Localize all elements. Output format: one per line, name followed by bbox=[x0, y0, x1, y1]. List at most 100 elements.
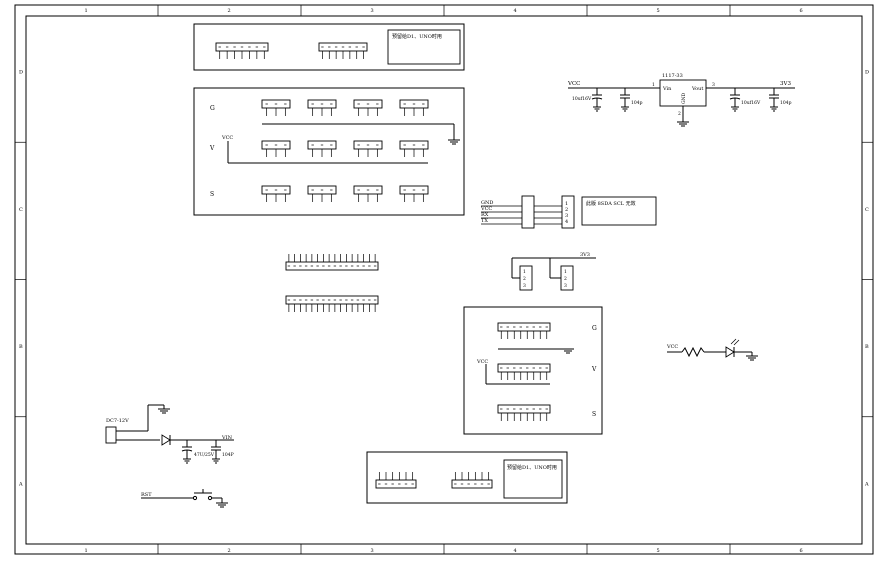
ground-icon bbox=[216, 502, 228, 508]
frame-col-bottom-3: 3 bbox=[371, 548, 374, 554]
reset-circuit: RST bbox=[141, 489, 228, 508]
diode-icon bbox=[161, 434, 171, 446]
dc-jack-icon bbox=[105, 426, 117, 444]
vin-label: VIN bbox=[221, 435, 233, 441]
pin-header bbox=[215, 42, 269, 59]
ldo-pin-out: 3 bbox=[712, 82, 715, 88]
dc-cap2: 104P bbox=[222, 452, 234, 458]
pin-header bbox=[261, 99, 291, 116]
jumper-b-pin2: 2 bbox=[564, 276, 567, 282]
dc-input: DC7-12V VIN 47U/25V 104P bbox=[105, 404, 234, 464]
jumper-b bbox=[560, 265, 574, 291]
pin-header bbox=[285, 254, 379, 271]
frame-col-bottom-2: 2 bbox=[228, 548, 231, 554]
rst-label: RST bbox=[141, 492, 152, 498]
capacitor-icon bbox=[181, 440, 193, 464]
led-vcc: VCC bbox=[666, 344, 678, 350]
uart-note-text: 此版 8SDA SCL 无效 bbox=[586, 200, 636, 207]
frame-col-bottom-6: 6 bbox=[800, 548, 803, 554]
regulator-circuit: VCC 3V3 1117-33 Vin Vout GND 1 3 2 10uf1… bbox=[567, 73, 795, 127]
analog-label-v: V bbox=[591, 366, 597, 373]
uart-pin-4: 4 bbox=[565, 219, 568, 225]
frame-row-left-B: B bbox=[19, 344, 23, 350]
uart-connector: GND VCC RX TX 1 2 3 4 此版 8SDA SCL 无效 bbox=[480, 195, 657, 229]
pin-header bbox=[353, 185, 383, 202]
pin-header bbox=[497, 404, 551, 421]
ldo-pin-in: 1 bbox=[652, 82, 655, 88]
power-led: VCC bbox=[666, 338, 758, 361]
uart-header-b bbox=[561, 195, 575, 229]
capacitor-icon bbox=[211, 440, 221, 464]
uart-line-vcc: VCC bbox=[480, 206, 492, 212]
ground-icon bbox=[677, 121, 689, 127]
frame-col-top-2: 2 bbox=[228, 8, 231, 14]
reg-cap1: 10uf16V bbox=[572, 96, 592, 102]
frame-col-bottom-1: 1 bbox=[85, 548, 88, 554]
frame-col-top-6: 6 bbox=[800, 8, 803, 14]
servo-label-s: S bbox=[210, 191, 214, 198]
outer-border bbox=[14, 4, 874, 555]
pin-header bbox=[497, 322, 551, 339]
capacitor-icon bbox=[729, 88, 741, 112]
jumper-a-pin1: 1 bbox=[523, 269, 526, 275]
frame-col-top-1: 1 bbox=[85, 8, 88, 14]
servo-label-g: G bbox=[210, 105, 215, 112]
top-note-box bbox=[387, 29, 461, 65]
ldo-pin-gnd: 2 bbox=[678, 111, 681, 117]
pin-header bbox=[399, 140, 429, 157]
pin-header bbox=[307, 99, 337, 116]
pin-header bbox=[353, 99, 383, 116]
frame-col-top-3: 3 bbox=[371, 8, 374, 14]
pin-header bbox=[353, 140, 383, 157]
analog-block: G V S VCC bbox=[463, 306, 603, 435]
jumper-a-pin2: 2 bbox=[523, 276, 526, 282]
reg-cap3: 10uf16V bbox=[741, 100, 761, 106]
pin-header bbox=[261, 140, 291, 157]
servo-block: G V S VCC bbox=[193, 87, 465, 216]
ground-icon bbox=[158, 408, 170, 414]
ground-icon bbox=[448, 139, 460, 145]
reg-out-net: 3V3 bbox=[780, 81, 791, 87]
bottom-header-box: 预留给D1、UNO时用 bbox=[366, 451, 568, 504]
uart-line-tx: TX bbox=[481, 218, 488, 224]
pin-header bbox=[375, 472, 417, 489]
jumper-a-pin3: 3 bbox=[523, 283, 526, 289]
capacitor-icon bbox=[769, 88, 779, 112]
frame-col-top-4: 4 bbox=[514, 8, 517, 14]
pin-header bbox=[318, 42, 368, 59]
capacitor-icon bbox=[620, 88, 630, 112]
reg-in-net: VCC bbox=[567, 81, 580, 87]
top-header-box: 预留给D1、UNO时用 bbox=[193, 23, 465, 71]
ldo-vin: Vin bbox=[662, 86, 672, 92]
jumper-3v3: 3V3 1 2 3 1 2 3 bbox=[511, 252, 596, 291]
ldo-gnd: GND bbox=[681, 92, 687, 104]
jumper-b-pin1: 1 bbox=[564, 269, 567, 275]
frame-row-right-C: C bbox=[865, 207, 869, 213]
frame-col-bottom-5: 5 bbox=[657, 548, 660, 554]
servo-vcc-label: VCC bbox=[221, 135, 233, 141]
bottom-note-text: 预留给D1、UNO时用 bbox=[507, 464, 557, 471]
pin-header bbox=[307, 140, 337, 157]
analog-label-g: G bbox=[592, 325, 597, 332]
uart-pin-1: 1 bbox=[565, 201, 568, 207]
ldo-part: 1117-33 bbox=[662, 73, 683, 79]
mcu-headers bbox=[285, 254, 379, 312]
reg-cap2: 104p bbox=[631, 100, 643, 106]
frame-row-right-A: A bbox=[864, 481, 869, 487]
uart-pin-3: 3 bbox=[565, 213, 568, 219]
ground-icon bbox=[746, 355, 758, 361]
analog-label-s: S bbox=[592, 411, 596, 418]
uart-line-rx: RX bbox=[481, 212, 489, 218]
uart-line-gnd: GND bbox=[481, 200, 493, 206]
pin-header bbox=[261, 185, 291, 202]
frame-row-left-C: C bbox=[19, 207, 23, 213]
top-note-text: 预留给D1、UNO时用 bbox=[392, 33, 442, 40]
jumper-net: 3V3 bbox=[580, 252, 590, 258]
ground-icon bbox=[562, 348, 574, 354]
dc-label: DC7-12V bbox=[106, 418, 129, 424]
bottom-note-box bbox=[503, 459, 563, 499]
uart-pin-2: 2 bbox=[565, 207, 568, 213]
pin-header bbox=[307, 185, 337, 202]
